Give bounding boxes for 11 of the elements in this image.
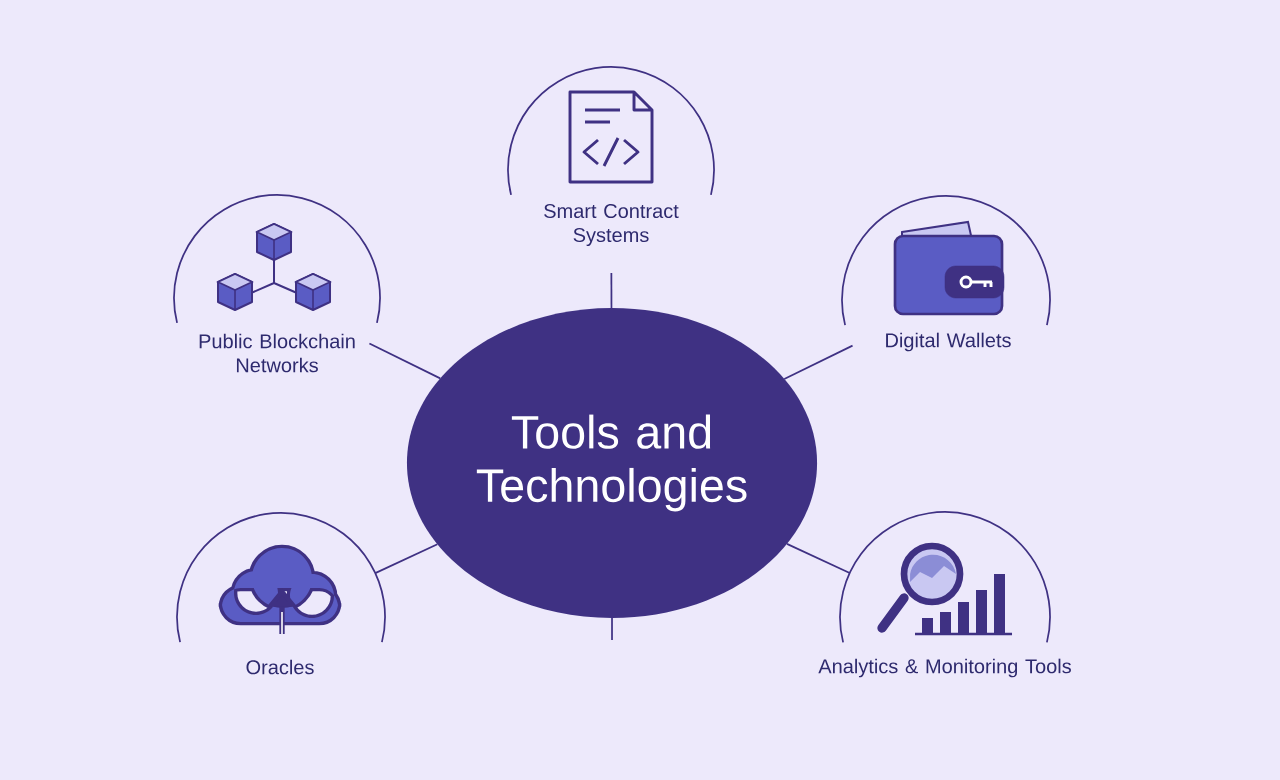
node-label: Digital Wallets: [886, 332, 1011, 352]
connector-line: [783, 344, 854, 380]
node-label: Smart Contract Systems: [544, 203, 679, 247]
connector-line: [610, 272, 613, 309]
connector-line: [786, 543, 851, 574]
connector-line: [374, 543, 439, 574]
node-label: Oracles: [246, 659, 314, 675]
connector-line: [611, 617, 613, 641]
connector-line: [368, 342, 442, 380]
node-label: Analytics & Monitoring Tools: [818, 658, 1071, 678]
node-label: Public Blockchain Networks: [199, 333, 355, 373]
